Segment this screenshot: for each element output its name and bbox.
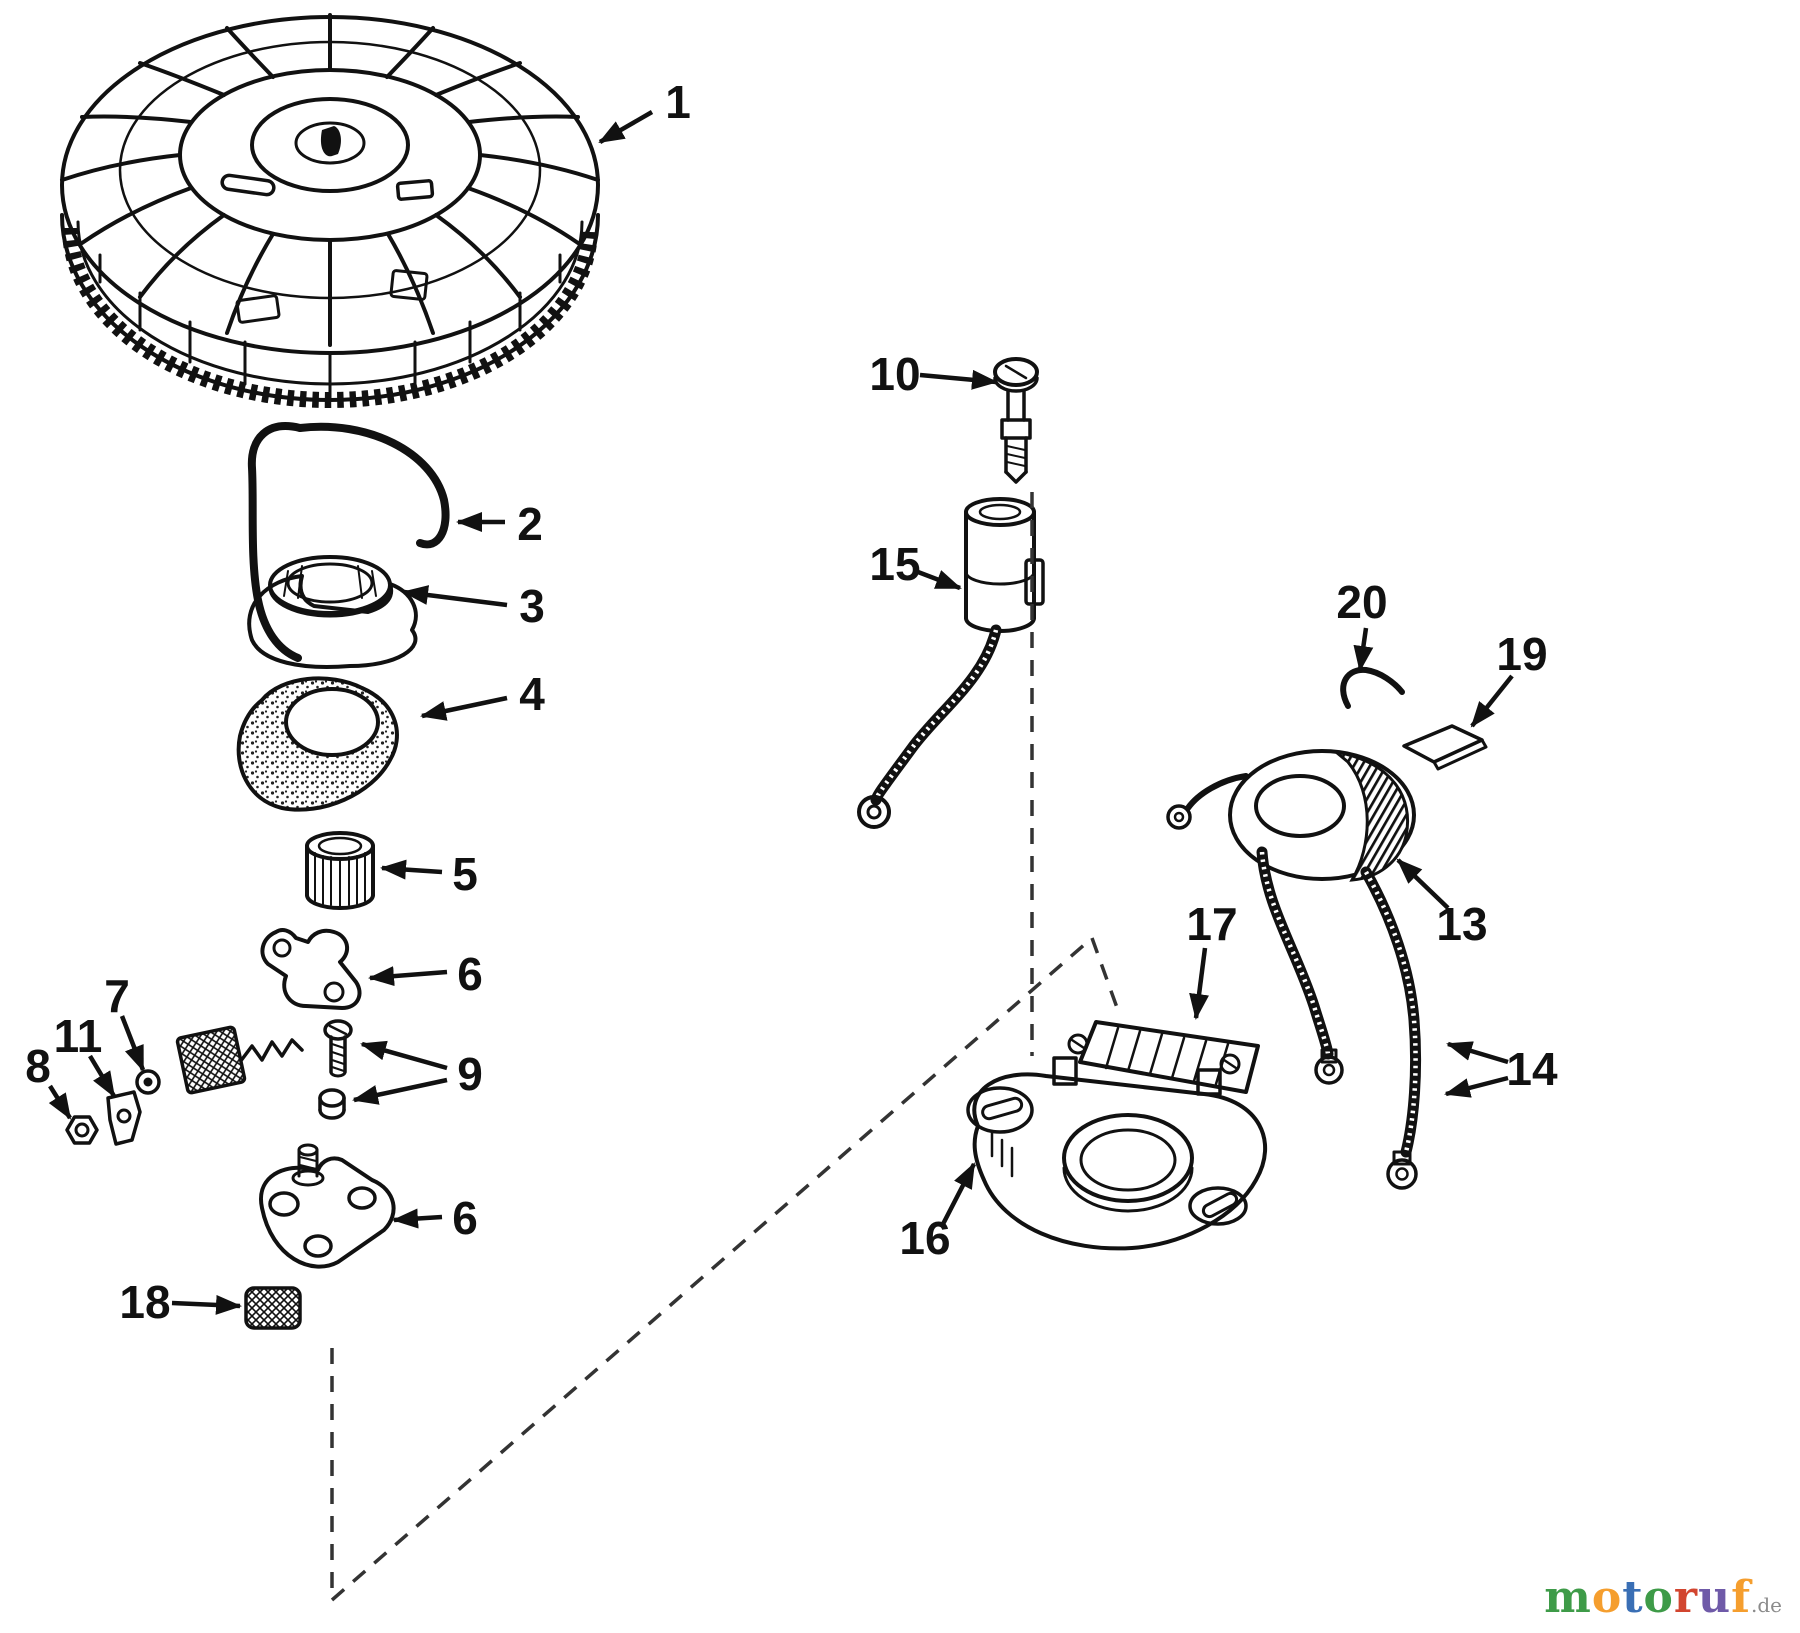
watermark-letter-0: m bbox=[1544, 1572, 1592, 1623]
watermark-letter-1: o bbox=[1591, 1572, 1623, 1623]
watermark-suffix: .de bbox=[1751, 1593, 1782, 1617]
armature-core-illustration bbox=[1067, 1020, 1260, 1094]
part-label-10: 10 bbox=[869, 348, 920, 400]
coil-leads-illustration bbox=[1256, 846, 1422, 1190]
screws-illustration bbox=[318, 1019, 353, 1120]
breaker-lever-illustration bbox=[175, 928, 362, 1095]
part-label-14: 14 bbox=[1506, 1043, 1558, 1095]
part-label-8: 8 bbox=[25, 1040, 51, 1092]
watermark-letter-2: t bbox=[1622, 1572, 1644, 1623]
part-label-19: 19 bbox=[1496, 628, 1547, 680]
watermark-letter-6: f bbox=[1731, 1572, 1751, 1623]
contact-plate-illustration bbox=[1402, 724, 1488, 771]
part-label-11: 11 bbox=[54, 1010, 103, 1062]
top-screw-illustration bbox=[993, 357, 1039, 484]
part-label-15: 15 bbox=[869, 538, 920, 590]
gasket-illustration bbox=[236, 676, 399, 812]
part-label-16: 16 bbox=[899, 1212, 950, 1264]
part-label-9: 9 bbox=[457, 1048, 483, 1100]
flanged-bushing-illustration bbox=[247, 555, 418, 669]
watermark-letter-4: r bbox=[1673, 1572, 1699, 1623]
part-label-3: 3 bbox=[519, 580, 545, 632]
part-label-20: 20 bbox=[1336, 576, 1387, 628]
part-label-4: 4 bbox=[519, 668, 545, 720]
small-hardware-illustration bbox=[65, 1069, 161, 1146]
part-label-6b: 6 bbox=[452, 1192, 478, 1244]
ignition-coil-illustration bbox=[1166, 749, 1416, 882]
assembly-alignment-lines bbox=[330, 492, 1122, 1602]
part-label-1: 1 bbox=[665, 76, 691, 128]
spring-wire-illustration bbox=[1340, 666, 1405, 709]
magneto-base-illustration bbox=[966, 1056, 1268, 1251]
part-label-18: 18 bbox=[119, 1276, 170, 1328]
part-label-17: 17 bbox=[1186, 898, 1237, 950]
sleeve-bushing-illustration bbox=[305, 831, 375, 910]
part-label-5: 5 bbox=[452, 848, 478, 900]
stationary-plate-illustration bbox=[259, 1143, 396, 1269]
flywheel-illustration bbox=[60, 13, 600, 408]
wire-clip-illustration bbox=[247, 422, 450, 662]
watermark-letter-3: o bbox=[1643, 1572, 1674, 1623]
part-label-7: 7 bbox=[104, 970, 130, 1022]
condenser-illustration bbox=[857, 497, 1045, 829]
callouts: 1 2 3 4 5 6 7 11 8 9 6 18 10 15 20 19 bbox=[25, 76, 1558, 1328]
watermark-letter-5: u bbox=[1698, 1572, 1732, 1623]
watermark: motoruf.de bbox=[1544, 1572, 1782, 1623]
knurled-block-illustration bbox=[244, 1286, 302, 1330]
part-label-6a: 6 bbox=[457, 948, 483, 1000]
part-label-13: 13 bbox=[1436, 898, 1487, 950]
part-label-2: 2 bbox=[517, 498, 543, 550]
